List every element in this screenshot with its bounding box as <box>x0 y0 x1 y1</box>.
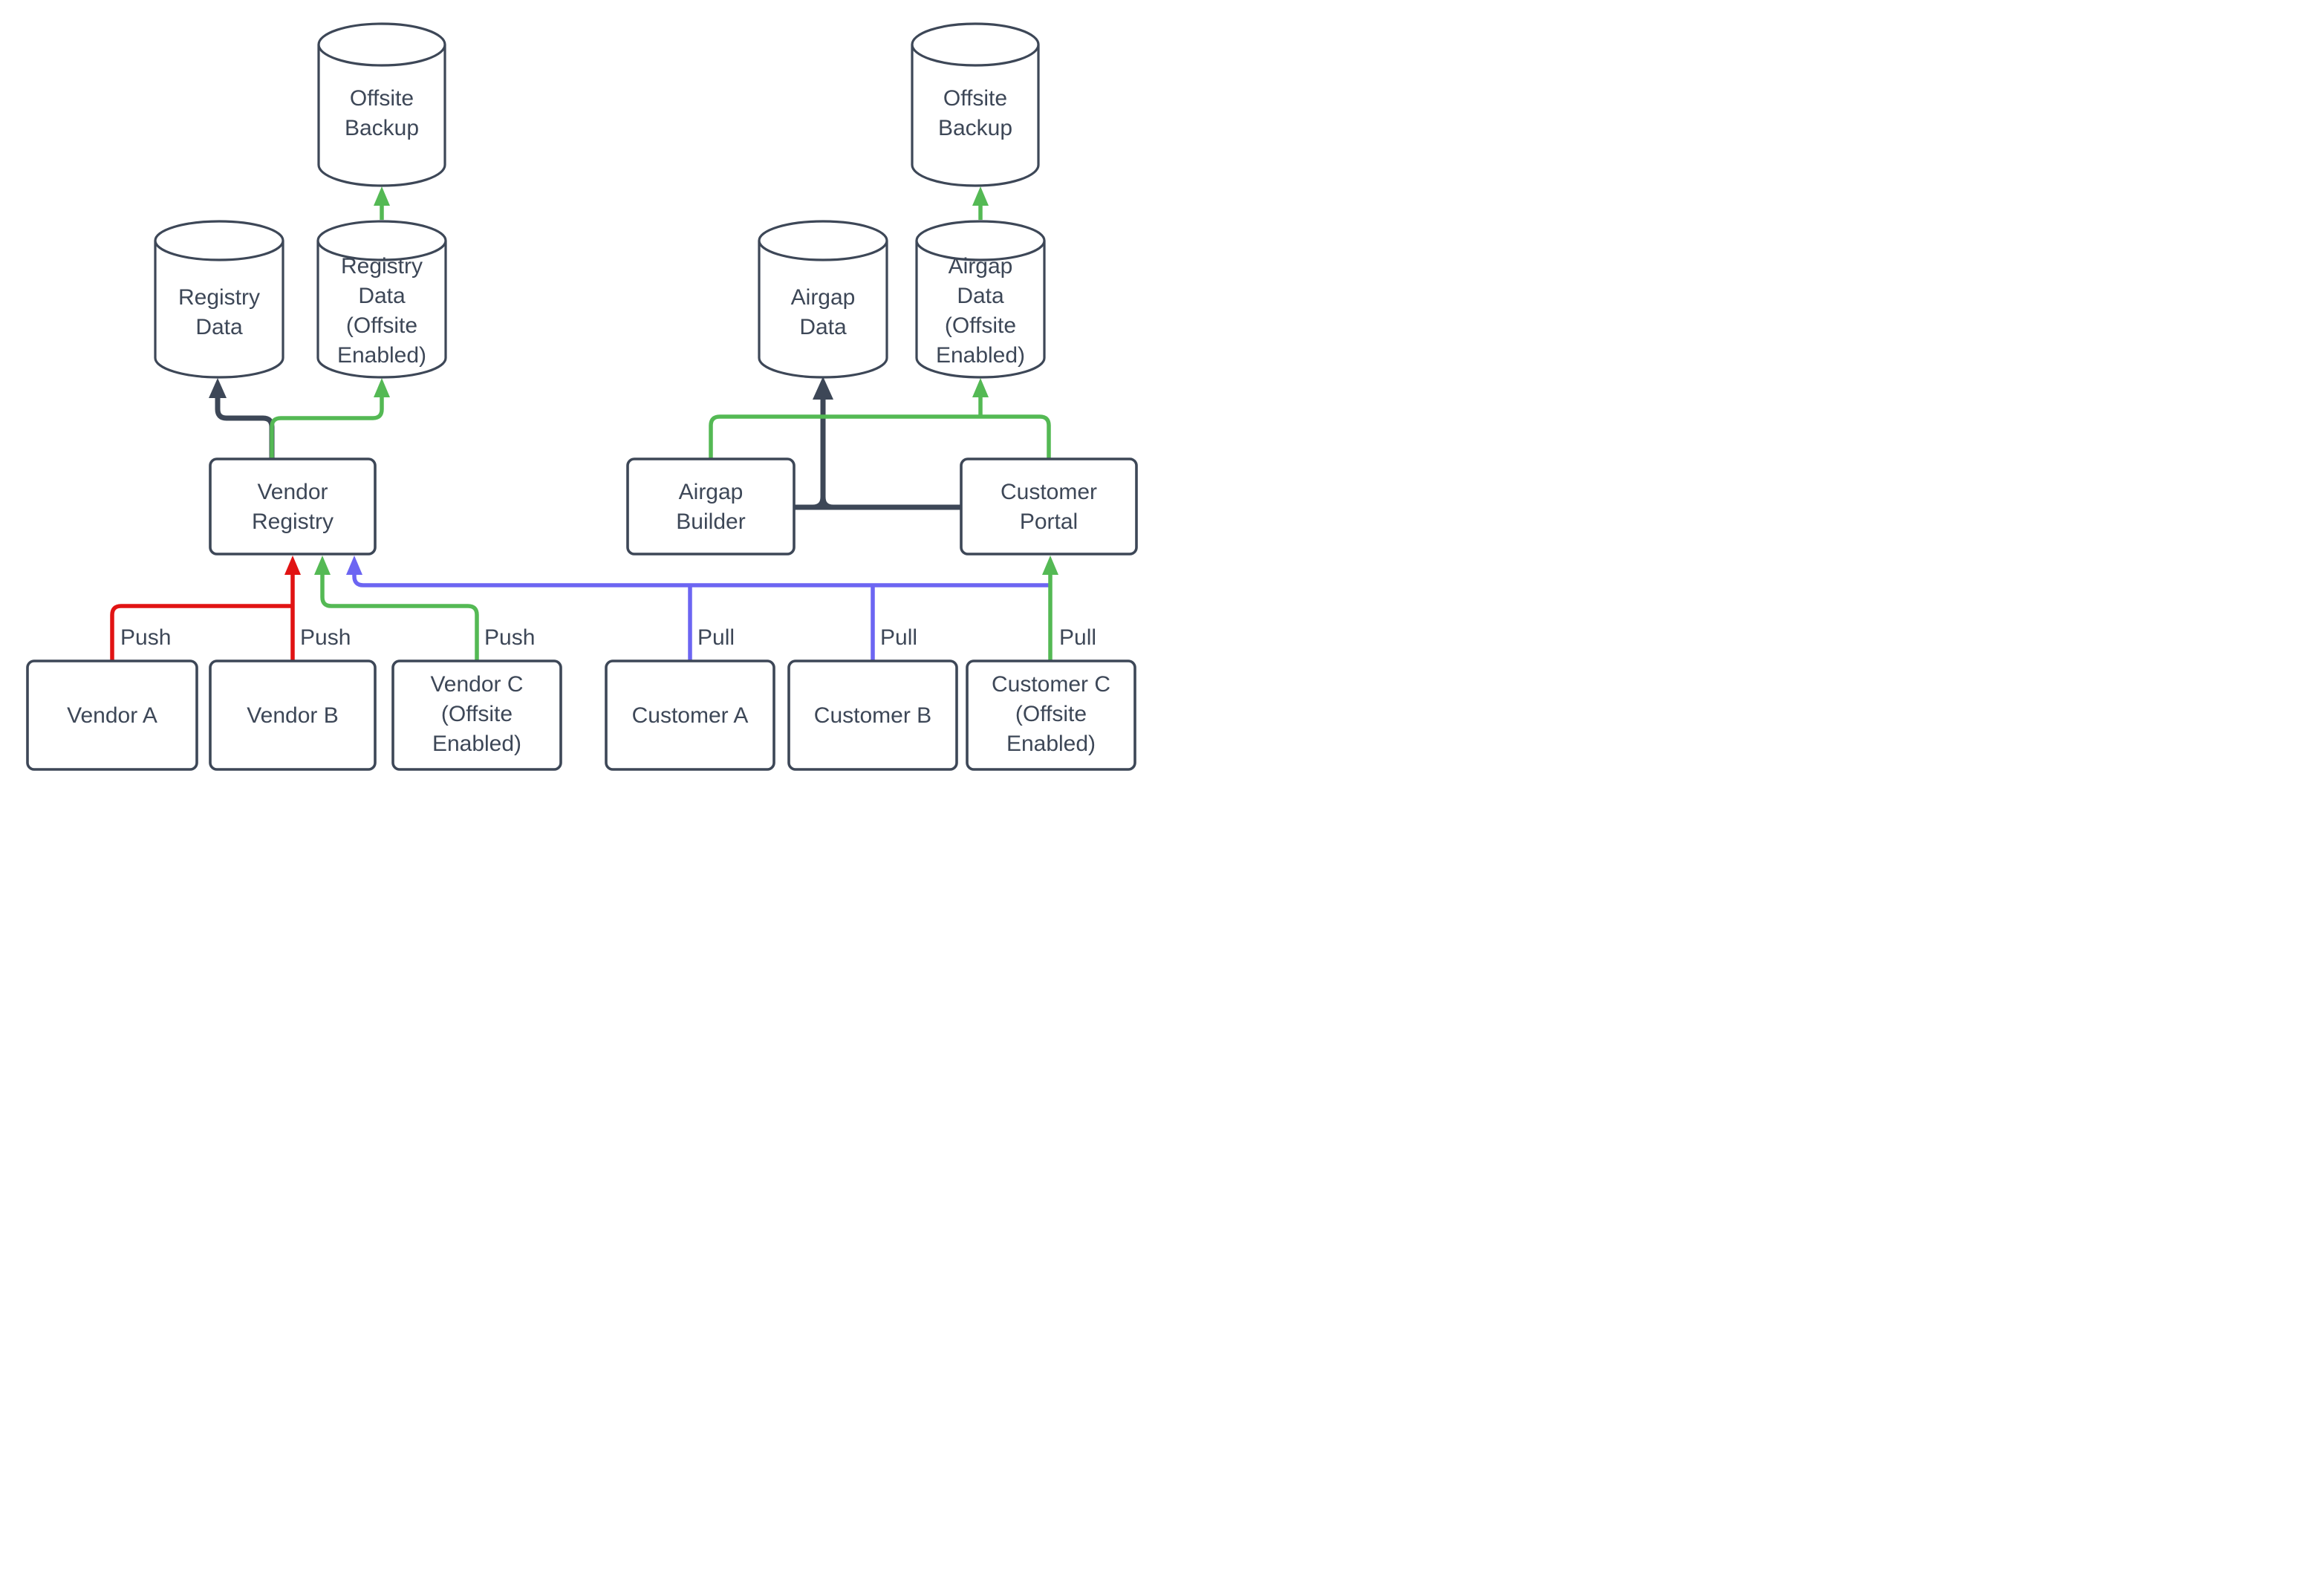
node-offsite-backup-right: Offsite Backup <box>911 22 1040 187</box>
edge-labels: Push Push Push Pull Pull Pull <box>120 625 1096 650</box>
cylinder-top <box>915 220 1046 261</box>
label-pull-customer-c: Pull <box>1059 625 1096 650</box>
node-label: Enabled) <box>1006 732 1096 756</box>
arrowhead-airgap-data <box>813 377 833 400</box>
cylinder-body <box>317 45 446 187</box>
box-shape <box>960 457 1138 556</box>
node-label: Vendor <box>257 480 328 504</box>
box-shape <box>787 659 958 771</box>
node-label: Customer <box>1001 480 1097 504</box>
box-shape <box>26 659 198 771</box>
node-vendor-b: Vendor B <box>209 659 377 771</box>
node-label: (Offsite <box>441 702 513 726</box>
node-label: Backup <box>938 116 1012 140</box>
label-push-vendor-c: Push <box>484 625 535 650</box>
node-airgap-data: Airgap Data <box>758 220 888 379</box>
node-label: Portal <box>1020 509 1078 534</box>
node-label: Offsite <box>350 86 414 111</box>
node-label: Data <box>799 315 847 339</box>
node-airgap-builder: Airgap Builder <box>626 457 796 556</box>
cylinder-top <box>154 220 284 261</box>
cylinder-top <box>317 22 446 67</box>
node-label: Registry <box>178 285 260 310</box>
node-label: Airgap <box>791 285 856 310</box>
node-label: Data <box>195 315 243 339</box>
arrowhead-push-red <box>284 556 301 575</box>
edges <box>110 186 1058 661</box>
node-label: Enabled) <box>337 343 426 368</box>
cylinder-body <box>316 241 447 379</box>
node-label: Customer B <box>814 703 931 728</box>
node-label: Backup <box>345 116 419 140</box>
node-label: Enabled) <box>432 732 521 756</box>
label-push-vendor-a: Push <box>120 625 171 650</box>
cylinder-body <box>911 45 1040 187</box>
node-customer-c: Customer C (Offsite Enabled) <box>966 659 1136 771</box>
node-label: Vendor C <box>430 672 523 697</box>
edge-vendor-a-push <box>110 604 293 661</box>
box-shape <box>966 659 1136 771</box>
node-label: (Offsite <box>1015 702 1087 726</box>
edge-vendor-c-push <box>320 564 479 661</box>
label-push-vendor-b: Push <box>300 625 351 650</box>
arrowhead-airgap-offsite <box>972 378 989 397</box>
arrowhead-registry-data <box>209 378 227 398</box>
node-label: Data <box>957 284 1004 308</box>
node-label: Registry <box>341 254 423 279</box>
arrowhead-registry-offsite <box>374 378 390 397</box>
node-registry-data-offsite: Registry Data (Offsite Enabled) <box>316 220 447 379</box>
node-label: Data <box>358 284 406 308</box>
edge-registry-store-dark <box>215 391 275 459</box>
cylinder-top <box>316 220 447 261</box>
arrowhead-pull-customer-c <box>1042 556 1058 575</box>
node-label: Vendor B <box>247 703 338 728</box>
node-label: (Offsite <box>945 313 1016 338</box>
box-shape <box>391 659 562 771</box>
cylinder-body <box>758 241 888 379</box>
box-shape <box>209 457 377 556</box>
arrowhead-offsite-backup-left <box>374 186 390 206</box>
node-label: Builder <box>676 509 745 534</box>
label-pull-customer-b: Pull <box>880 625 917 650</box>
node-vendor-c: Vendor C (Offsite Enabled) <box>391 659 562 771</box>
architecture-diagram: Push Push Push Pull Pull Pull Offsite Ba… <box>26 22 1138 771</box>
node-customer-portal: Customer Portal <box>960 457 1138 556</box>
node-customer-a: Customer A <box>605 659 775 771</box>
label-pull-customer-a: Pull <box>697 625 735 650</box>
node-label: Registry <box>252 509 334 534</box>
box-shape <box>605 659 775 771</box>
cylinder-body <box>154 241 284 379</box>
node-label: (Offsite <box>346 313 417 338</box>
node-offsite-backup-left: Offsite Backup <box>317 22 446 187</box>
node-label: Customer C <box>992 672 1110 697</box>
node-customer-b: Customer B <box>787 659 958 771</box>
node-label: Offsite <box>943 86 1007 111</box>
node-vendor-a: Vendor A <box>26 659 198 771</box>
arrowhead-pull-blue <box>346 556 362 575</box>
edge-customers-pull-blue <box>352 564 1050 587</box>
arrowhead-push-green <box>314 556 331 575</box>
box-shape <box>626 457 796 556</box>
cylinder-body <box>915 241 1046 379</box>
node-label: Customer A <box>632 703 749 728</box>
node-label: Vendor A <box>67 703 157 728</box>
edge-builder-portal-offsite-green <box>709 414 1051 459</box>
node-label: Airgap <box>679 480 744 504</box>
edge-registry-offsite-green <box>270 391 384 459</box>
node-label: Airgap <box>949 254 1013 279</box>
arrowhead-offsite-backup-right <box>972 186 989 206</box>
node-vendor-registry: Vendor Registry <box>209 457 377 556</box>
node-registry-data: Registry Data <box>154 220 284 379</box>
diagram-canvas: Push Push Push Pull Pull Pull Offsite Ba… <box>0 0 1156 798</box>
box-shape <box>209 659 377 771</box>
node-label: Enabled) <box>936 343 1025 368</box>
cylinder-top <box>911 22 1040 67</box>
node-airgap-data-offsite: Airgap Data (Offsite Enabled) <box>915 220 1046 379</box>
cylinder-top <box>758 220 888 261</box>
